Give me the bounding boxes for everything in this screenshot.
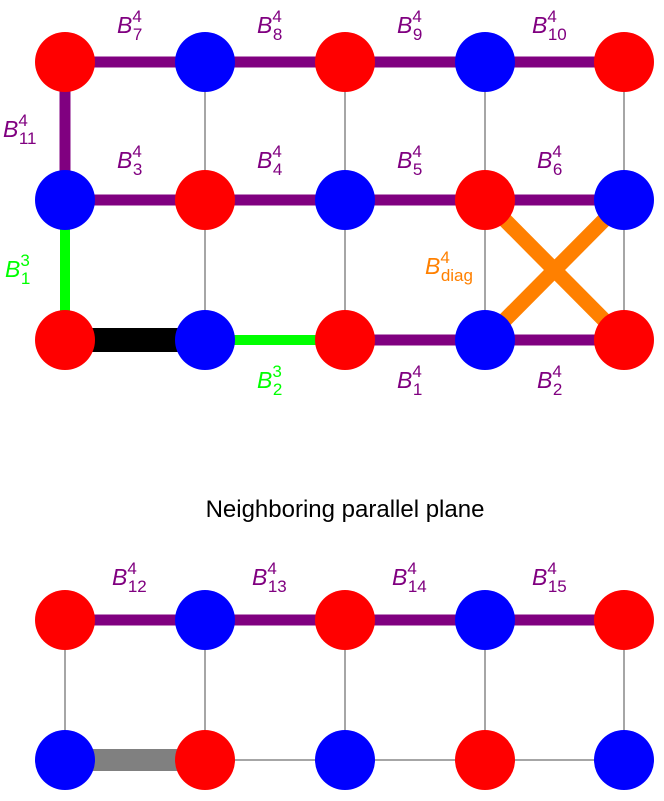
site-red <box>594 32 654 92</box>
site-red <box>315 310 375 370</box>
site-red <box>594 590 654 650</box>
site-red <box>455 730 515 790</box>
site-red <box>175 170 235 230</box>
neighbor-plane-sites <box>35 590 654 790</box>
site-red <box>315 32 375 92</box>
site-blue <box>175 310 235 370</box>
site-red <box>455 170 515 230</box>
site-red <box>175 730 235 790</box>
site-blue <box>35 730 95 790</box>
site-blue <box>594 730 654 790</box>
site-red <box>35 590 95 650</box>
site-blue <box>594 170 654 230</box>
site-red <box>35 32 95 92</box>
site-blue <box>455 32 515 92</box>
site-blue <box>315 170 375 230</box>
site-blue <box>35 170 95 230</box>
site-blue <box>455 590 515 650</box>
site-blue <box>175 32 235 92</box>
bond-diag-2 <box>479 194 630 346</box>
site-red <box>315 590 375 650</box>
site-red <box>594 310 654 370</box>
neighbor-plane-title: Neighboring parallel plane <box>206 496 485 523</box>
site-red <box>35 310 95 370</box>
site-blue <box>175 590 235 650</box>
site-blue <box>315 730 375 790</box>
site-blue <box>455 310 515 370</box>
top-lattice-sites <box>35 32 654 370</box>
